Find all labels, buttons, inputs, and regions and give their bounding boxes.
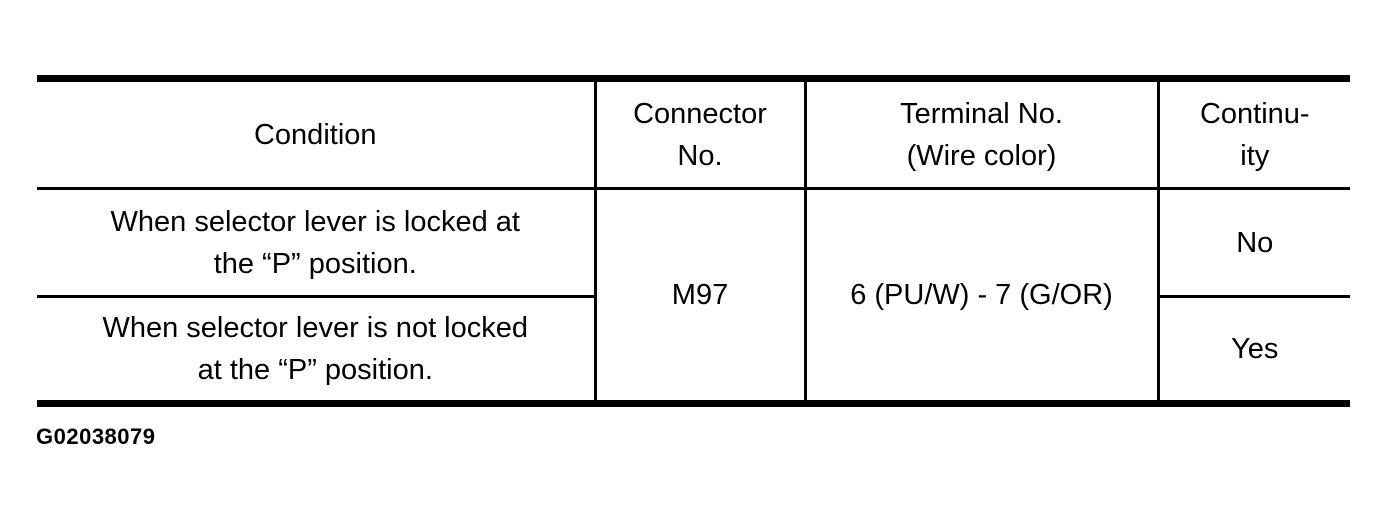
cell-continuity-yes: Yes	[1156, 295, 1350, 405]
table-row: When selector lever is not locked at the…	[37, 295, 1350, 405]
cell-condition-not-locked: When selector lever is not locked at the…	[37, 295, 597, 405]
header-condition: Condition	[37, 77, 597, 190]
continuity-spec-table: Condition Connector No. Terminal No. (Wi…	[37, 75, 1350, 407]
header-terminal-no: Terminal No. (Wire color)	[803, 77, 1160, 190]
cell-condition-locked: When selector lever is locked at the “P”…	[37, 187, 597, 298]
header-continuity: Continu- ity	[1156, 77, 1350, 190]
cell-connector-no: M97	[593, 187, 807, 405]
figure-id-label: G02038079	[36, 424, 156, 449]
header-connector-no: Connector No.	[593, 77, 807, 190]
table-header-row: Condition Connector No. Terminal No. (Wi…	[37, 77, 1350, 190]
table-row: When selector lever is locked at the “P”…	[37, 187, 1350, 405]
cell-terminal-no: 6 (PU/W) - 7 (G/OR)	[803, 187, 1160, 405]
cell-continuity-no: No	[1156, 187, 1350, 298]
